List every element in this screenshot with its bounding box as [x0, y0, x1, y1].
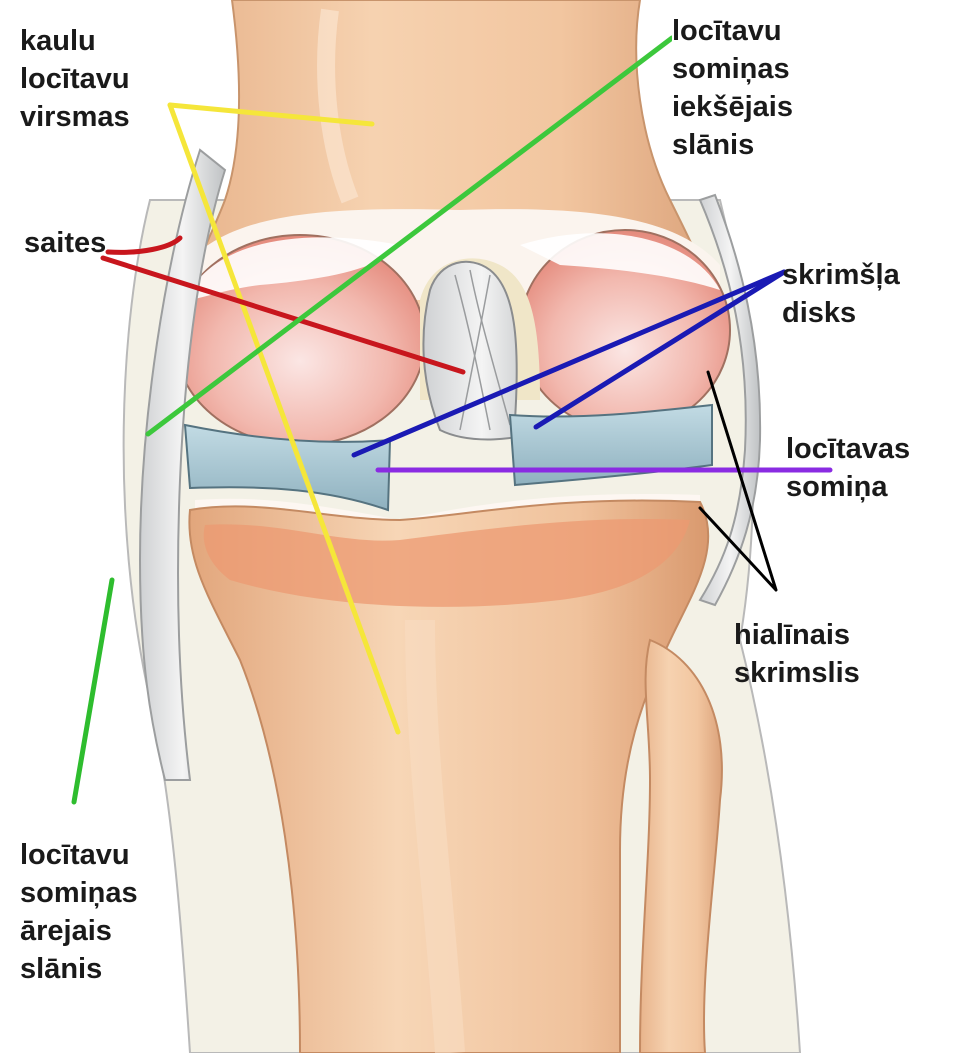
- label-line: ārejais: [20, 912, 138, 950]
- label-line: locītavu: [20, 60, 130, 98]
- label-line: saites: [24, 224, 106, 262]
- label-line: skrimšļa: [782, 256, 900, 294]
- label-line: slānis: [672, 126, 793, 164]
- label-line: hialīnais: [734, 616, 860, 654]
- label-joint-capsule: locītavas somiņa: [786, 430, 910, 506]
- label-line: somiņas: [20, 874, 138, 912]
- label-line: somiņas: [672, 50, 793, 88]
- label-line: virsmas: [20, 98, 130, 136]
- label-line: somiņa: [786, 468, 910, 506]
- label-hyaline-cartilage: hialīnais skrimslis: [734, 616, 860, 692]
- label-line: disks: [782, 294, 900, 332]
- label-line: skrimslis: [734, 654, 860, 692]
- label-line: locītavu: [20, 836, 138, 874]
- label-bone-joint-surfaces: kaulu locītavu virsmas: [20, 22, 130, 136]
- label-line: kaulu: [20, 22, 130, 60]
- label-line: locītavas: [786, 430, 910, 468]
- label-ligaments: saites: [24, 224, 106, 262]
- label-cartilage-disc: skrimšļa disks: [782, 256, 900, 332]
- label-capsule-inner-layer: locītavu somiņas iekšējais slānis: [672, 12, 799, 164]
- label-line: iekšējais: [672, 88, 793, 126]
- label-line: slānis: [20, 950, 138, 988]
- label-capsule-outer-layer: locītavu somiņas ārejais slānis: [20, 836, 138, 988]
- label-line: locītavu: [672, 12, 793, 50]
